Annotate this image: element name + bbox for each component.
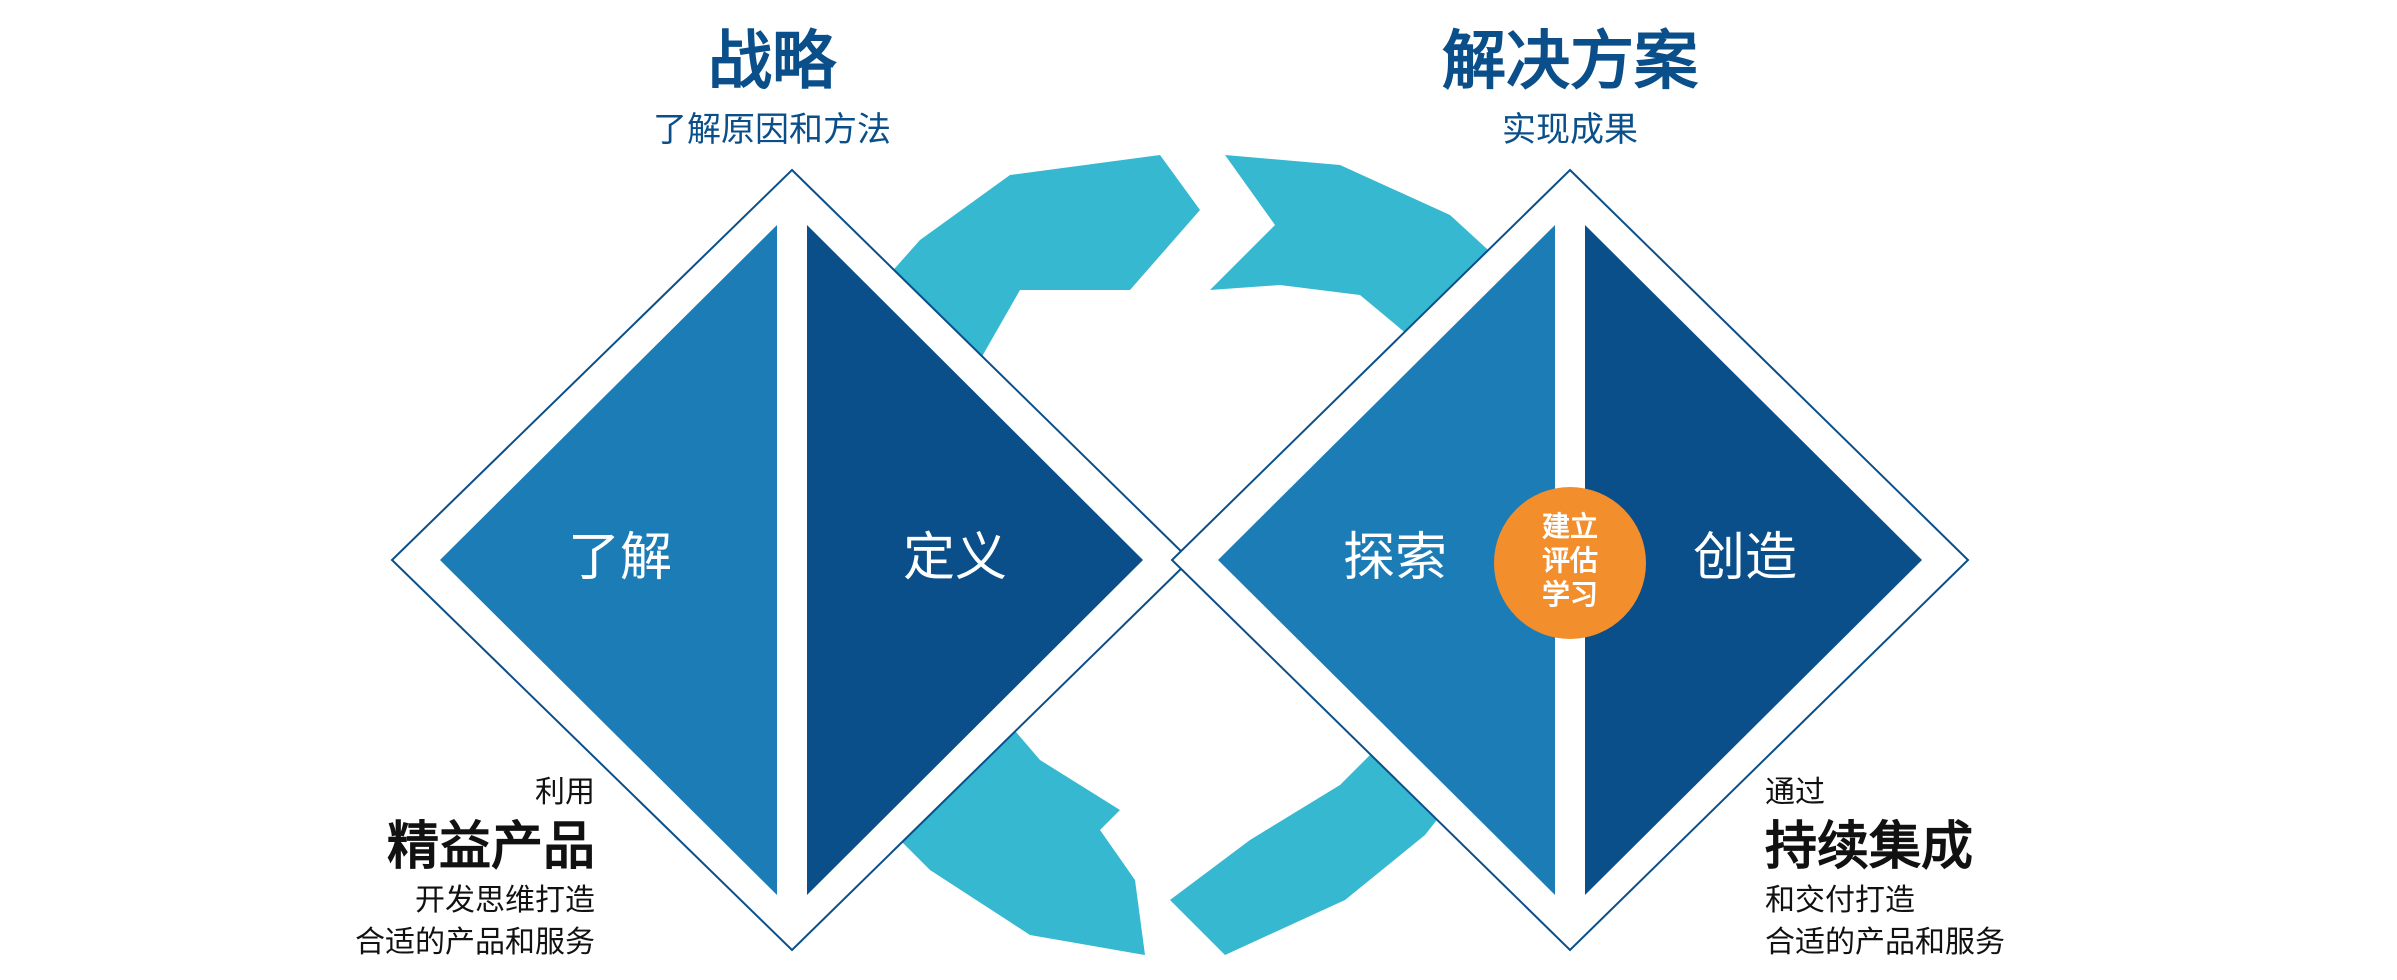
strategy-diamond — [390, 168, 1192, 952]
ci-note-highlight: 持续集成 — [1765, 817, 1974, 877]
strategy-right-half — [807, 225, 1143, 895]
quadrant-label-explore: 探索 — [1342, 528, 1447, 588]
center-badge-line: 学习 — [1541, 578, 1598, 611]
center-badge-circle — [1494, 487, 1646, 639]
lean-note-line: 开发思维打造 — [415, 883, 595, 918]
solution-left-half — [1218, 225, 1555, 895]
strategy-left-half — [440, 225, 777, 895]
ci-cd-note: 通过 持续集成 和交付打造 合适的产品和服务 — [1765, 772, 2085, 964]
lean-product-note: 利用 精益产品 开发思维打造 合适的产品和服务 — [300, 772, 595, 964]
ci-note-prefix: 通过 — [1765, 775, 1825, 810]
strategy-diamond-outline — [390, 168, 1192, 952]
lean-note-prefix: 利用 — [535, 775, 595, 810]
lean-note-line: 合适的产品和服务 — [355, 925, 595, 960]
cycle-arrow-top-left — [880, 155, 1200, 360]
center-badge-line: 评估 — [1541, 544, 1598, 577]
strategy-title: 战略 — [708, 25, 836, 99]
ci-note-line: 合适的产品和服务 — [1765, 925, 2005, 960]
solution-right-half — [1585, 225, 1922, 895]
quadrant-label-understand: 了解 — [567, 528, 672, 588]
solution-title: 解决方案 — [1442, 25, 1698, 99]
strategy-subtitle: 了解原因和方法 — [653, 110, 891, 150]
cycle-arrow-top-right — [1210, 155, 1510, 345]
center-badge-text: 建立 评估 学习 — [1510, 510, 1630, 612]
lean-note-highlight: 精益产品 — [386, 817, 595, 877]
quadrant-label-define: 定义 — [902, 528, 1007, 588]
center-badge-line: 建立 — [1541, 510, 1598, 543]
ci-note-line: 和交付打造 — [1765, 883, 1915, 918]
solution-subtitle: 实现成果 — [1502, 110, 1638, 150]
quadrant-label-create: 创造 — [1692, 528, 1797, 588]
